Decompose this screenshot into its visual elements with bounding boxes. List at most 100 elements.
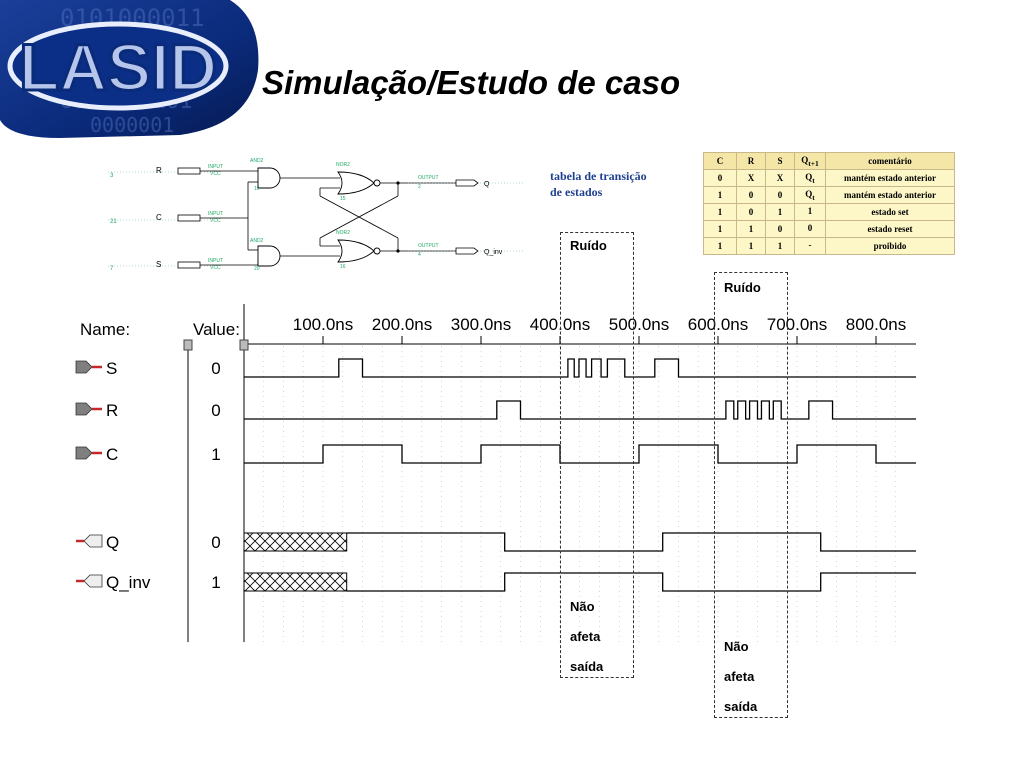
col-header-q: Qt+1 xyxy=(794,152,826,170)
caption-line: tabela de transição xyxy=(550,169,647,183)
input-name-r: R xyxy=(156,166,162,175)
signal-value-r: 0 xyxy=(211,401,220,420)
signal-path xyxy=(346,532,916,552)
slide-title: Simulação/Estudo de caso xyxy=(262,64,681,101)
q-sub: t xyxy=(812,192,815,202)
signal-name-r[interactable]: R xyxy=(106,401,118,420)
cell-r: 0 xyxy=(736,186,766,204)
input-name-c: C xyxy=(156,213,162,222)
q-val: 0 xyxy=(807,222,813,233)
cell-q: Qt xyxy=(794,169,826,187)
col-header-c: C xyxy=(703,152,737,170)
noise-label-1: Ruído xyxy=(570,238,607,253)
output-num: 2 xyxy=(418,184,421,190)
signal-name-q[interactable]: Q xyxy=(106,533,119,552)
note-line: afeta xyxy=(724,669,755,684)
output-name-q: Q xyxy=(484,181,490,188)
input-num: 3 xyxy=(110,173,114,179)
input-name-s: S xyxy=(156,260,161,269)
table-header-row: C R S Qt+1 comentário xyxy=(703,152,955,170)
trace-c xyxy=(244,444,916,464)
signal-value-q-inv: 1 xyxy=(211,573,220,592)
output-tag: OUTPUT xyxy=(418,243,439,249)
signal-name-q-inv[interactable]: Q_inv xyxy=(106,573,151,592)
cell-r: 0 xyxy=(736,203,766,221)
signal-path xyxy=(244,358,916,378)
time-label: 800.0ns xyxy=(846,315,907,334)
output-q-inv: OUTPUT 4 Q_inv xyxy=(396,243,524,258)
gate-label: NOR2 xyxy=(336,162,350,168)
input-pin-icon xyxy=(75,360,102,374)
cell-r: 1 xyxy=(736,237,766,255)
noise-box-1 xyxy=(560,232,634,678)
input-tag: INPUT xyxy=(208,258,223,264)
note-line: Não xyxy=(570,599,595,614)
q-header-sub: t+1 xyxy=(808,158,819,168)
q-sub: t xyxy=(812,175,815,185)
time-label: 700.0ns xyxy=(767,315,828,334)
input-row-r: 3 R INPUT VCC xyxy=(108,164,223,179)
trace-s xyxy=(244,358,916,378)
input-tag: VCC xyxy=(210,218,221,224)
output-tag: OUTPUT xyxy=(418,175,439,181)
table-row: 1 1 0 0 estado reset xyxy=(703,220,955,238)
signal-value-q: 0 xyxy=(211,533,220,552)
input-num: 7 xyxy=(110,266,114,272)
undefined-region xyxy=(243,572,348,592)
time-label: 200.0ns xyxy=(372,315,433,334)
note-line: Não xyxy=(724,639,749,654)
cell-s: 0 xyxy=(765,186,795,204)
gate-num: 20 xyxy=(254,266,260,272)
note-line: saída xyxy=(570,659,604,674)
cell-r: X xyxy=(736,169,766,187)
table-row: 1 0 1 1 estado set xyxy=(703,203,955,221)
cell-q: Qt xyxy=(794,186,826,204)
value-column-resize-handle[interactable] xyxy=(239,339,249,351)
time-label: 500.0ns xyxy=(609,315,670,334)
trace-q xyxy=(243,532,916,552)
cell-q: - xyxy=(794,237,826,255)
gate-label: AND2 xyxy=(250,158,264,164)
table-row: 0 X X Qt mantém estado anterior xyxy=(703,169,955,187)
cell-c: 0 xyxy=(703,169,737,187)
col-header-r: R xyxy=(736,152,766,170)
name-column-resize-handle[interactable] xyxy=(183,339,193,351)
logo-bits-3: 0000001 xyxy=(90,113,174,137)
input-pin-icon xyxy=(75,446,102,460)
cell-comment: estado reset xyxy=(825,220,955,238)
table-row: 1 1 1 - proibido xyxy=(703,237,955,255)
cell-r: 1 xyxy=(736,220,766,238)
cell-s: X xyxy=(765,169,795,187)
signal-value-s: 0 xyxy=(211,359,220,378)
undefined-region xyxy=(243,532,348,552)
lasid-logo: 0101000011 0011110101 0000001 LASID xyxy=(0,0,260,140)
cell-comment: mantém estado anterior xyxy=(825,186,955,204)
output-num: 4 xyxy=(418,252,421,258)
table-row: 1 0 0 Qt mantém estado anterior xyxy=(703,186,955,204)
cell-comment: estado set xyxy=(825,203,955,221)
time-label: 600.0ns xyxy=(688,315,749,334)
input-tag: INPUT xyxy=(208,211,223,217)
transition-table: C R S Qt+1 comentário 0 X X Qt mantém es… xyxy=(703,152,955,255)
cell-c: 1 xyxy=(703,220,737,238)
note-line: afeta xyxy=(570,629,601,644)
signal-name-c[interactable]: C xyxy=(106,445,118,464)
gate-label: NOR2 xyxy=(336,230,350,236)
gate-label: AND2 xyxy=(250,238,264,244)
value-column-header: Value: xyxy=(193,320,240,339)
no-effect-note-1: Não afeta saída xyxy=(570,592,603,682)
output-name-q-inv: Q_inv xyxy=(484,249,503,256)
and-gate-top: AND2 19 xyxy=(250,158,281,192)
q-val: 1 xyxy=(807,205,813,216)
q-val: Q xyxy=(805,171,813,182)
note-line: saída xyxy=(724,699,758,714)
col-header-comment: comentário xyxy=(825,152,955,170)
cell-q: 0 xyxy=(794,220,826,238)
signal-name-s[interactable]: S xyxy=(106,359,117,378)
signal-traces xyxy=(243,358,916,592)
cell-c: 1 xyxy=(703,237,737,255)
caption-line: de estados xyxy=(550,185,603,199)
